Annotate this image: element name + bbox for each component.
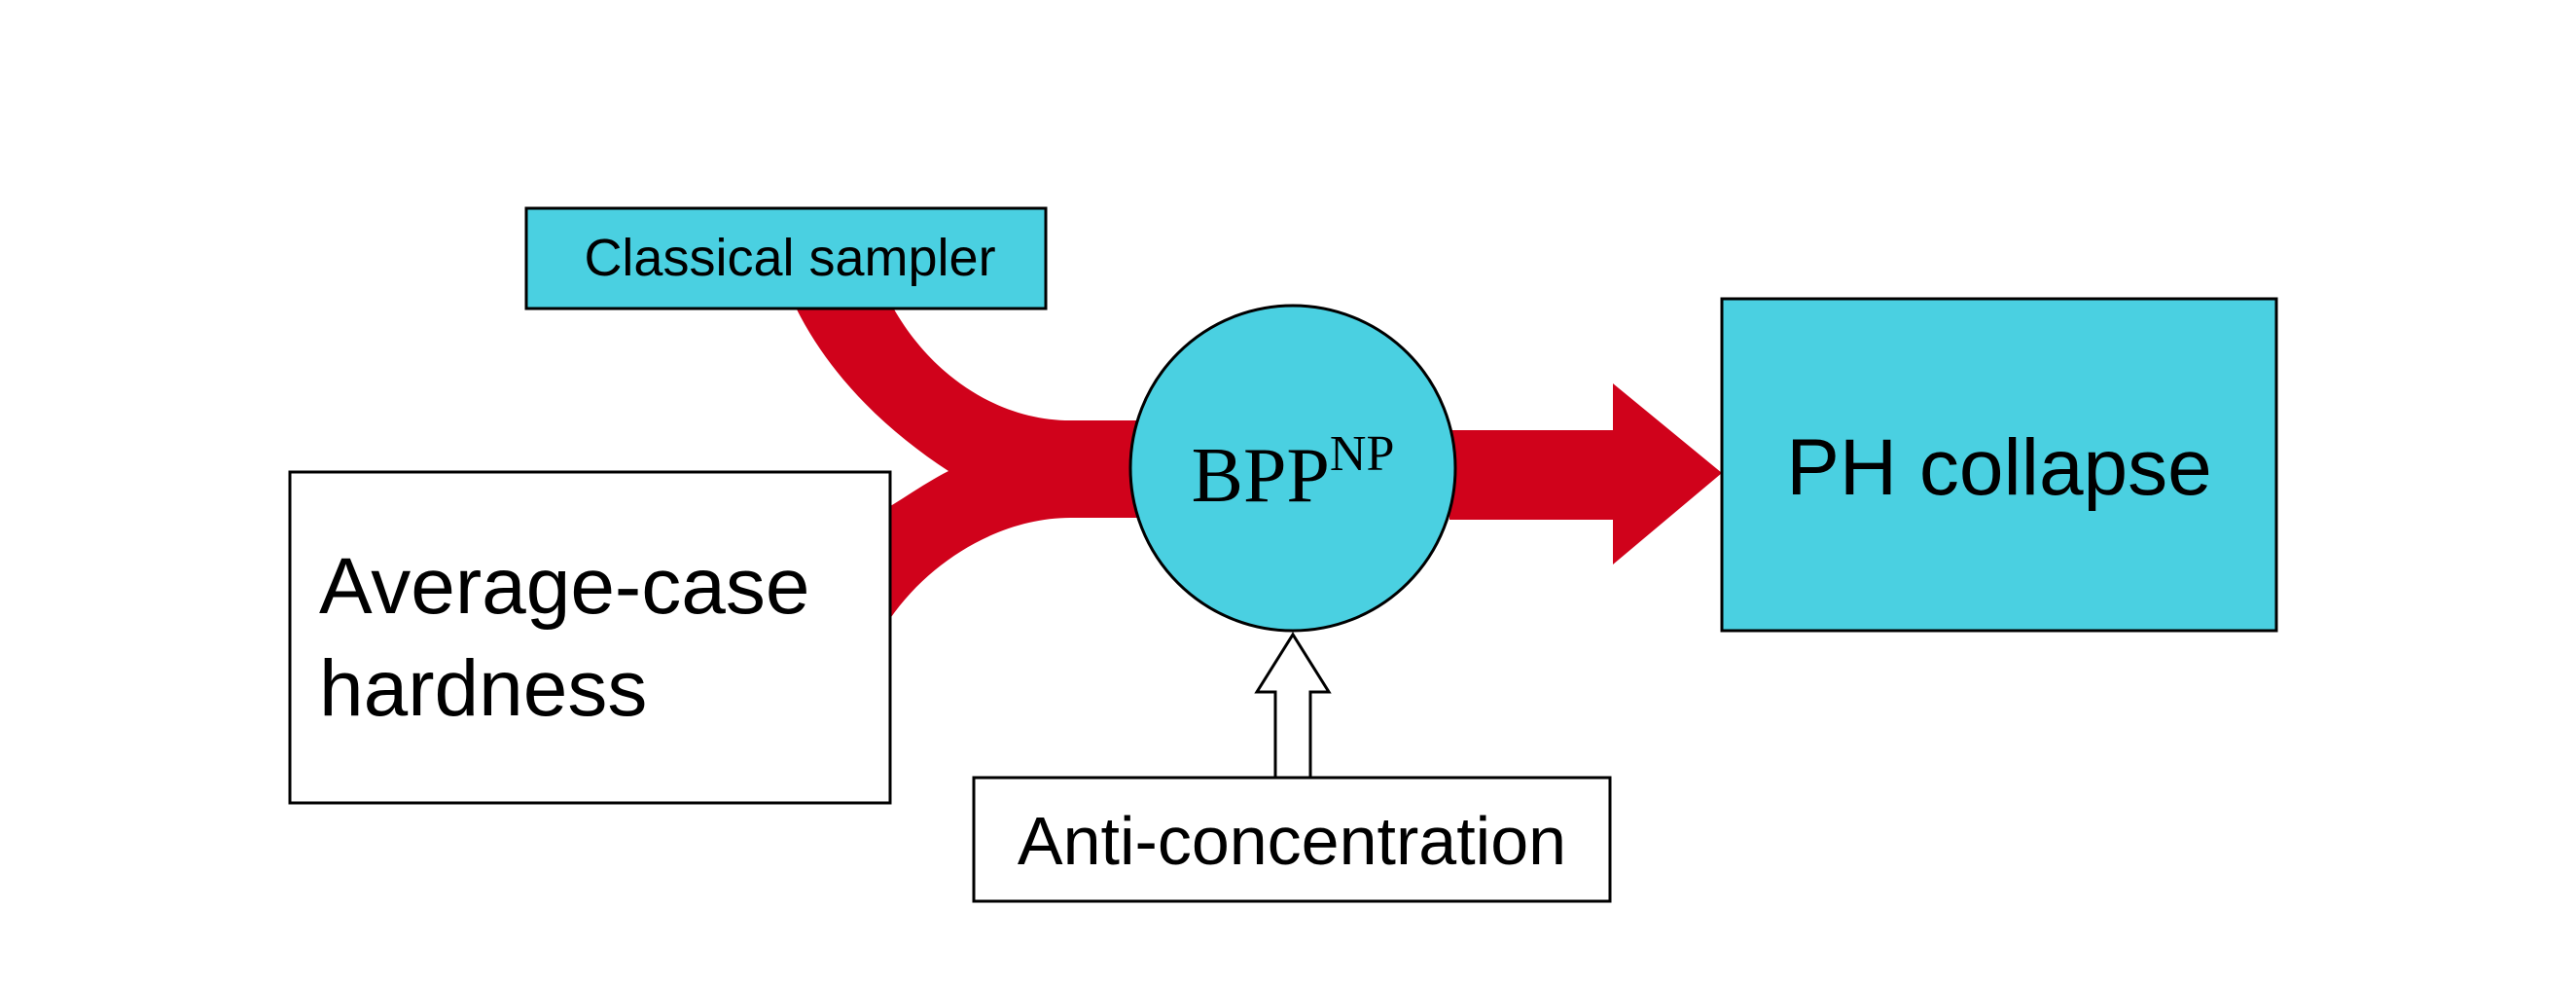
classical-sampler-node: Classical sampler [524,206,1048,310]
bpp-np-node: BPPNP [1128,304,1457,633]
np-superscript-text: NP [1330,426,1394,482]
anti-concentration-node: Anti-concentration [972,776,1612,903]
ph-collapse-label: PH collapse [1786,423,2212,512]
anti-concentration-arrow [1254,632,1332,781]
classical-sampler-box [524,206,1048,310]
bpp-np-circle [1128,304,1457,633]
output-arrow [1449,383,1722,564]
average-case-hardness-box [288,470,892,805]
bpp-base-text: BPP [1192,433,1330,519]
average-case-label-line1: Average-case [319,542,809,631]
anti-concentration-box [972,776,1612,903]
ph-collapse-node: PH collapse [1720,297,2278,633]
average-case-label-line2: hardness [319,644,647,733]
anti-concentration-label: Anti-concentration [1018,803,1566,879]
classical-sampler-label: Classical sampler [584,229,995,287]
average-case-hardness-node: Average-case hardness [288,470,892,805]
bpp-np-label: BPPNP [1192,426,1395,519]
ph-collapse-box [1720,297,2278,633]
merge-flow-arrow [796,308,1143,623]
